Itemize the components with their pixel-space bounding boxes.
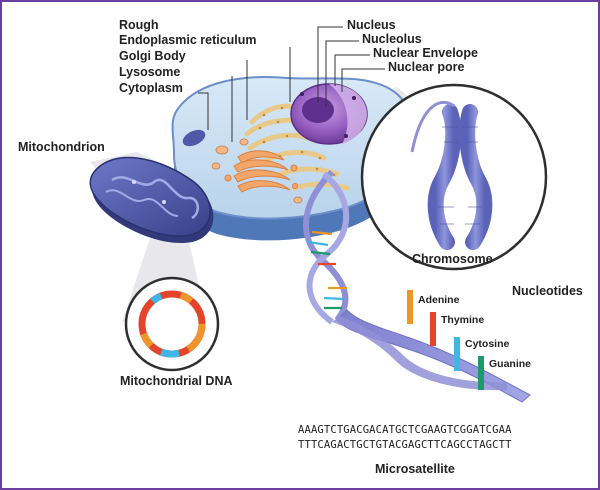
label-adenine: Adenine	[418, 294, 460, 306]
label-nuclear-envelope: Nuclear Envelope	[373, 46, 478, 60]
label-nucleus: Nucleus	[347, 18, 396, 32]
nucleotide-bars	[407, 290, 484, 390]
label-guanine: Guanine	[489, 358, 532, 370]
leader-lines	[198, 26, 385, 142]
cell-mitochondrion	[182, 129, 206, 147]
label-rough: Rough	[119, 18, 159, 32]
label-mitochondrial-dna: Mitochondrial DNA	[120, 374, 233, 388]
label-microsatellite: Microsatellite	[375, 462, 455, 476]
lysosomes	[211, 138, 303, 204]
chromosome-arm-right	[459, 104, 493, 250]
thymine-bar	[430, 312, 436, 346]
label-nucleotides: Nucleotides	[512, 284, 583, 298]
label-mitochondrion: Mitochondrion	[18, 140, 105, 154]
label-nuclear-pore: Nuclear pore	[388, 60, 465, 74]
label-cytosine: Cytosine	[465, 338, 510, 350]
mtdna-panel	[124, 276, 220, 372]
nucleus	[290, 83, 368, 145]
chromosome-arm-left	[427, 104, 462, 250]
chromosome-panel	[360, 83, 548, 271]
label-lysosome: Lysosome	[119, 65, 181, 79]
golgi-body	[224, 150, 298, 193]
guanine-bar	[478, 356, 484, 390]
chromatin-strand	[410, 101, 455, 153]
label-golgi-body: Golgi Body	[119, 49, 186, 63]
sequence-strand-1: AAAGTCTGACGACATGCTCGAAGTCGGATCGAA	[298, 424, 512, 436]
label-cytoplasm: Cytoplasm	[119, 81, 183, 95]
label-thymine: Thymine	[441, 314, 485, 326]
label-chromosome: Chromosome	[412, 252, 493, 266]
label-nucleolus: Nucleolus	[362, 32, 422, 46]
cytosine-bar	[454, 337, 460, 371]
mitochondrion	[89, 156, 214, 244]
sequence-strand-2: TTTCAGACTGCTGTACGAGCTTCAGCCTAGCTT	[298, 439, 512, 451]
adenine-bar	[407, 290, 413, 324]
label-endoplasmic-reticulum: Endoplasmic reticulum	[119, 33, 257, 47]
